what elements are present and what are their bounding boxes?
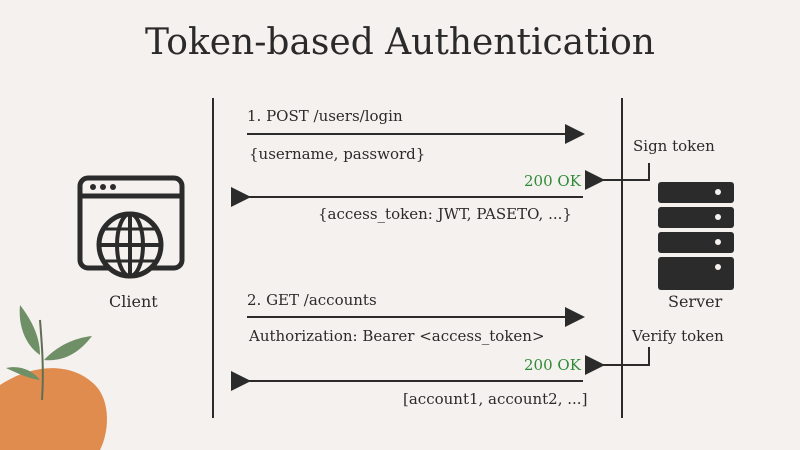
accounts-request-header: Authorization: Bearer <access_token> [249,327,545,345]
accounts-response-status: 200 OK [524,356,581,374]
server-rack-icon [658,182,734,290]
sign-token-label: Sign token [633,137,715,155]
login-request-label: 1. POST /users/login [247,107,403,125]
orange-blob-decoration [0,368,107,450]
client-label: Client [109,292,158,311]
accounts-response-body: [account1, account2, ...] [403,390,588,408]
verify-token-connector [585,347,650,375]
verify-token-label: Verify token [632,327,724,345]
server-label: Server [668,292,723,311]
page-title: Token-based Authentication [145,22,655,63]
plant-leaf-decoration [6,305,92,401]
browser-globe-icon [77,175,185,279]
sign-token-connector [585,163,650,190]
login-response-body: {access_token: JWT, PASETO, ...} [318,205,572,223]
login-response-status: 200 OK [524,172,581,190]
login-request-body: {username, password} [249,145,426,163]
accounts-request-label: 2. GET /accounts [247,291,377,309]
